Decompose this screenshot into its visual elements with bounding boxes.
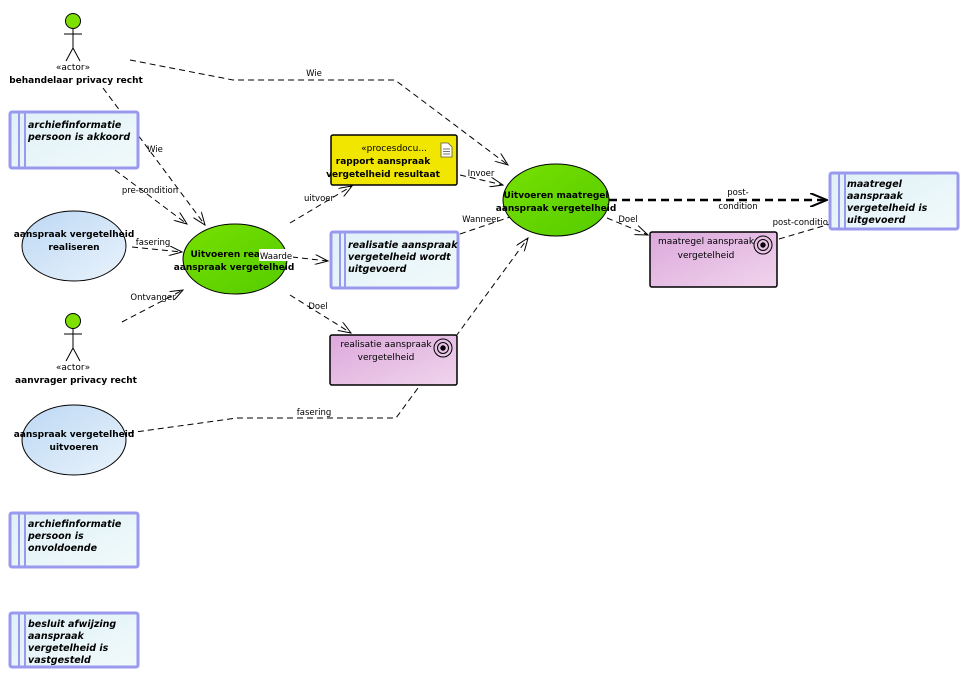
note-realisatie-uitgevoerd[interactable]: realisatie aanspraak vergetelheid wordt …	[329, 230, 460, 290]
document-line: vergetelheid resultaat	[326, 170, 440, 180]
note-maatregel-uitgevoerd[interactable]: maatregel aanspraak vergetelheid is uitg…	[828, 171, 960, 231]
edge-label-invoer: Invoer	[468, 169, 495, 179]
note-line: vergetelheid is	[847, 203, 928, 214]
goal-line: vergetelheid	[358, 353, 415, 363]
edge-wie-top[interactable]	[129, 59, 508, 165]
note-line: besluit afwijzing	[28, 619, 116, 630]
usecase-uitvoeren-maatregel[interactable]: Uitvoeren maatregel aanspraak vergetelhe…	[496, 163, 617, 237]
actor-stereotype: «actor»	[56, 63, 90, 73]
document-line: rapport aanspraak	[336, 157, 431, 167]
usecase-line: Uitvoeren realis	[190, 250, 271, 260]
document-stereotype: «procesdocu...	[361, 144, 427, 154]
note-line: maatregel	[847, 179, 903, 190]
note-besluit-afwijzing[interactable]: besluit afwijzing aanspraak vergetelheid…	[8, 611, 140, 669]
edge-wie-left[interactable]	[102, 87, 205, 225]
edge-doel-right[interactable]	[606, 217, 648, 235]
edge-waarde[interactable]	[291, 257, 328, 261]
usecase-line: aanspraak vergetelheid	[14, 430, 135, 440]
usecase-realiseren[interactable]: aanspraak vergetelheid realiseren	[14, 210, 135, 282]
note-line: onvoldoende	[28, 543, 98, 554]
edge-label-fasering-top: fasering	[136, 238, 171, 248]
target-icon	[433, 338, 453, 358]
note-archief-akkoord[interactable]: archiefinformatie persoon is akkoord	[8, 110, 140, 170]
edge-ontvanger[interactable]	[121, 290, 183, 323]
note-archief-onvoldoende[interactable]: archiefinformatie persoon is onvoldoende	[8, 511, 140, 569]
goal-line: maatregel aanspraak	[658, 237, 755, 247]
usecase-line: aanspraak vergetelheid	[14, 230, 135, 240]
note-line: persoon is akkoord	[27, 132, 130, 143]
edge-label-precondition: pre-condition	[122, 186, 178, 196]
edge-label-postcondition-main-2: condition	[718, 202, 757, 212]
edge-label-wie-left: Wie	[147, 145, 163, 155]
usecase-line: Uitvoeren maatregel	[504, 191, 609, 201]
actor-name: behandelaar privacy recht	[9, 76, 143, 86]
actor-figure-icon	[64, 313, 82, 362]
note-line: archiefinformatie	[28, 519, 122, 530]
actor-name: aanvrager privacy recht	[15, 376, 138, 386]
note-line: aanspraak	[847, 191, 904, 202]
note-line: persoon is	[27, 531, 84, 542]
usecase-uitvoeren[interactable]: aanspraak vergetelheid uitvoeren	[14, 404, 135, 476]
edge-fasering-bottom[interactable]	[127, 238, 528, 434]
edge-label-ontvanger: Ontvanger	[130, 293, 176, 303]
target-icon	[753, 235, 773, 255]
goal-line: realisatie aanspraak	[340, 340, 432, 350]
edge-invoer[interactable]	[459, 174, 503, 185]
edge-uitvoer[interactable]	[289, 186, 352, 224]
document-icon	[440, 142, 453, 158]
note-line: aanspraak	[28, 631, 85, 642]
edge-label-postcondition-main-1: post-	[727, 188, 748, 198]
edge-fasering-top[interactable]	[131, 247, 182, 252]
goal-line: vergetelheid	[678, 251, 735, 261]
document-rapport[interactable]: «procesdocu... rapport aanspraak vergete…	[326, 134, 458, 186]
note-line: vergetelheid wordt	[348, 252, 451, 263]
edge-label-wie-top: Wie	[306, 69, 322, 79]
edge-label-doel-right: Doel	[618, 215, 637, 225]
actor-aanvrager[interactable]: «actor» aanvrager privacy recht	[15, 313, 138, 387]
edge-precondition[interactable]	[114, 169, 187, 224]
usecase-line: uitvoeren	[50, 443, 99, 453]
edges: Wie Wie pre-condition fasering Ontvanger…	[102, 59, 834, 434]
actor-behandelaar[interactable]: «actor» behandelaar privacy recht	[9, 13, 143, 87]
edge-label-waarde: Waarde	[260, 252, 292, 262]
edge-label-postcondition-goal: post-condition	[773, 218, 834, 228]
note-line: uitgevoerd	[348, 264, 407, 275]
usecase-line: aanspraak vergetelheid	[496, 204, 617, 214]
usecase-line: realiseren	[48, 243, 99, 253]
note-line: realisatie aanspraak	[348, 240, 458, 251]
edge-label-bg	[259, 249, 293, 261]
actor-figure-icon	[64, 13, 82, 62]
edge-label-uitvoer: uitvoer	[304, 194, 335, 204]
note-line: uitgevoerd	[847, 215, 906, 226]
usecase-line: aanspraak vergetelheid	[174, 263, 295, 273]
edge-wanneer[interactable]	[459, 216, 511, 235]
goal-maatregel[interactable]: maatregel aanspraak vergetelheid	[649, 231, 778, 288]
edge-doel-left[interactable]	[289, 294, 351, 333]
note-line: vastgesteld	[28, 655, 91, 666]
edge-postcondition-goal[interactable]	[778, 223, 831, 240]
edge-label-doel-left: Doel	[308, 302, 327, 312]
actor-stereotype: «actor»	[56, 363, 90, 373]
note-line: archiefinformatie	[28, 120, 122, 131]
edge-label-wanneer: Wanneer	[462, 215, 500, 225]
goal-realisatie[interactable]: realisatie aanspraak vergetelheid	[329, 334, 458, 386]
edge-label-fasering-bottom: fasering	[297, 408, 332, 418]
note-line: vergetelheid is	[28, 643, 109, 654]
